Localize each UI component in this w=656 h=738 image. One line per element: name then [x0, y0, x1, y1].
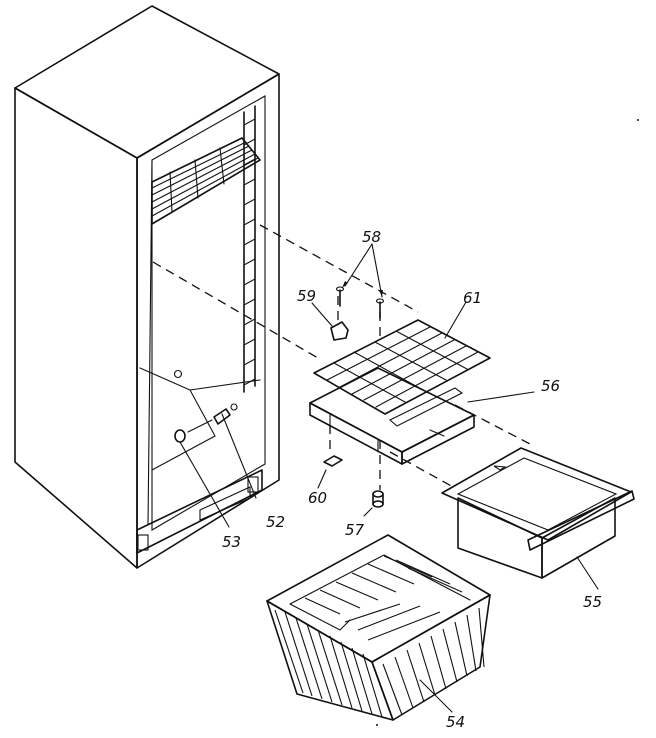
bracket-part-60 — [317, 455, 343, 489]
callout-57: 57 — [345, 521, 365, 539]
shelf-frame-part-56 — [309, 367, 535, 465]
clip-part-59 — [311, 302, 349, 341]
stray-dot — [376, 724, 378, 726]
bracket-part-53 — [174, 419, 230, 528]
callout-59: 59 — [297, 287, 316, 305]
callout-58: 58 — [362, 228, 381, 246]
callout-61: 61 — [463, 289, 482, 307]
wire-shelf-part-61 — [313, 301, 491, 415]
stray-dot — [637, 119, 639, 121]
callout-53: 53 — [222, 533, 241, 551]
assembly-guide-lines — [152, 224, 531, 490]
callout-54: 54 — [446, 713, 465, 731]
callout-56: 56 — [541, 377, 560, 395]
callout-55: 55 — [583, 593, 602, 611]
callout-52: 52 — [266, 513, 285, 531]
bumper-part-57 — [363, 490, 384, 517]
crisper-drawer-part-55 — [441, 447, 635, 590]
callout-60: 60 — [308, 489, 327, 507]
bracket-part-52 — [213, 408, 257, 499]
basket-part-54 — [266, 534, 491, 721]
screw-part-58 — [335, 243, 385, 319]
refrigerator-cabinet — [14, 5, 280, 569]
